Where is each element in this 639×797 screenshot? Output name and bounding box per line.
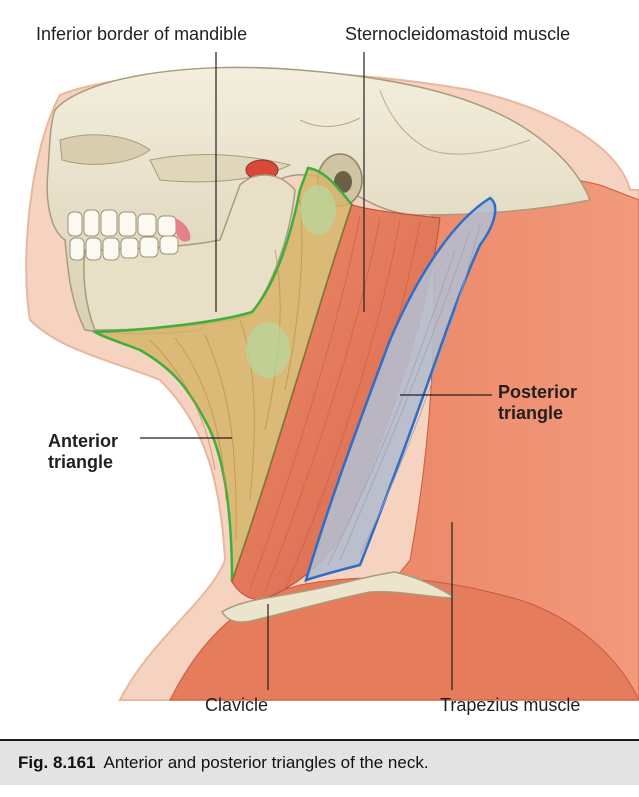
leader-lines (140, 52, 492, 690)
caption-description: Anterior and posterior triangles of the … (103, 753, 429, 772)
label-anterior-line1: Anterior (48, 431, 119, 451)
label-posterior-triangle: Posterior triangle (498, 382, 577, 424)
submandibular-gland (246, 322, 290, 378)
label-inferior-border-of-mandible: Inferior border of mandible (36, 24, 248, 44)
orbit (59, 134, 151, 165)
label-posterior-line2: triangle (498, 403, 564, 423)
label-trapezius-muscle: Trapezius muscle (440, 695, 581, 715)
label-anterior-line2: triangle (48, 452, 114, 472)
figure-caption: Fig. 8.161 Anterior and posterior triangl… (0, 739, 639, 785)
caption-text: Fig. 8.161 Anterior and posterior triangl… (18, 753, 429, 773)
label-anterior-triangle: Anterior triangle (48, 431, 118, 473)
parotid-region (300, 185, 336, 235)
label-sternocleidomastoid-muscle: Sternocleidomastoid muscle (345, 24, 571, 44)
figure-number: Fig. 8.161 (18, 753, 96, 772)
label-clavicle: Clavicle (205, 695, 269, 715)
label-posterior-line1: Posterior (498, 382, 578, 402)
mandible (83, 174, 296, 331)
neck-triangles-illustration (25, 52, 639, 701)
gums (175, 218, 191, 242)
skull-sutures (299, 89, 531, 155)
clavicle (220, 571, 458, 623)
teeth (67, 209, 179, 261)
